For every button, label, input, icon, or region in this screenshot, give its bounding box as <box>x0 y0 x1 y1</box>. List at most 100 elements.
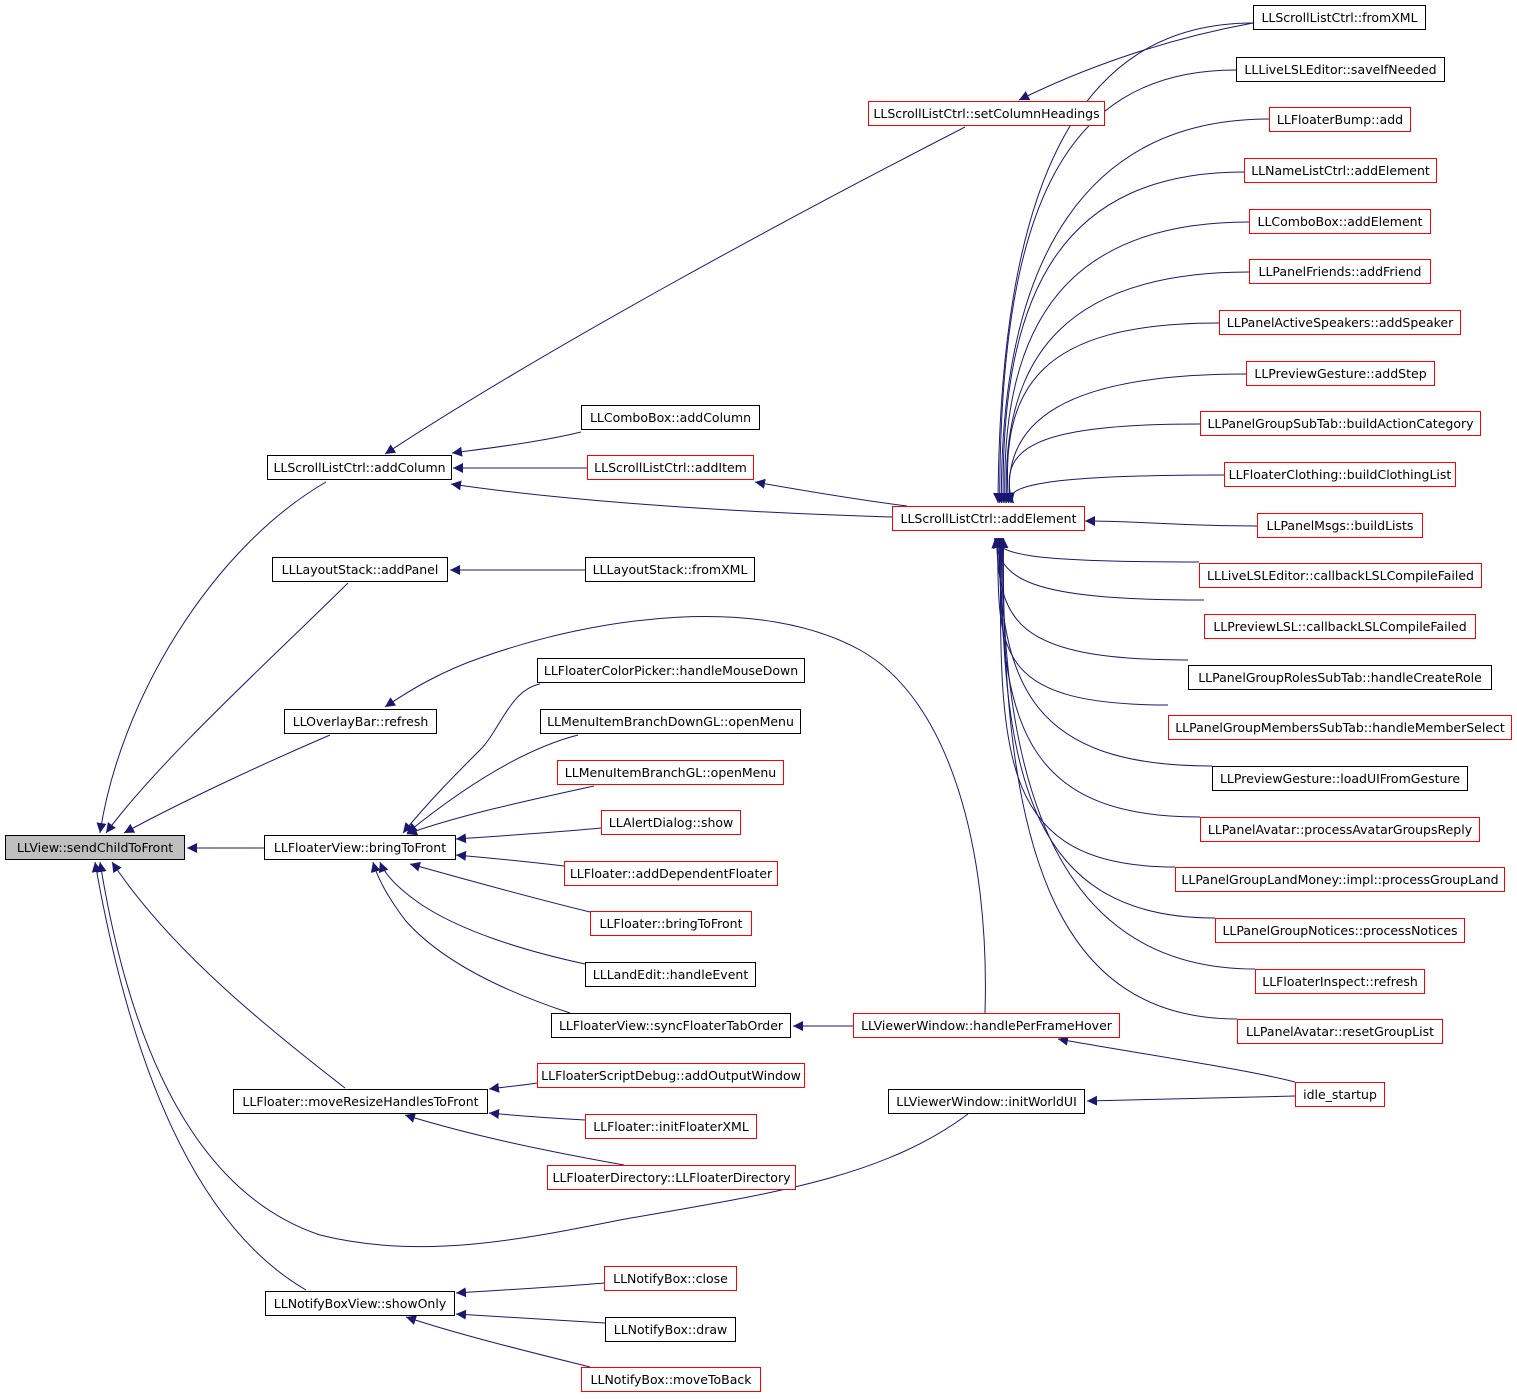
node-setColHead[interactable]: LLScrollListCtrl::setColumnHeadings <box>868 101 1105 126</box>
node-idle[interactable]: idle_startup <box>1295 1082 1385 1107</box>
node-lsFromXML[interactable]: LLLayoutStack::fromXML <box>585 557 755 582</box>
node-label: LLMenuItemBranchGL::openMenu <box>564 765 777 780</box>
node-pgAddStep[interactable]: LLPreviewGesture::addStep <box>1246 361 1435 386</box>
call-edge <box>993 537 1200 563</box>
node-label: LLViewerWindow::handlePerFrameHover <box>861 1018 1112 1033</box>
call-edge <box>404 1113 625 1166</box>
call-edge <box>384 616 986 1014</box>
node-label: LLPreviewGesture::loadUIFromGesture <box>1219 771 1461 786</box>
node-label: LLFloaterBump::add <box>1276 112 1404 127</box>
node-addDep[interactable]: LLFloater::addDependentFloater <box>564 861 778 886</box>
node-label: LLLiveLSLEditor::callbackLSLCompileFaile… <box>1207 568 1474 583</box>
node-label: LLComboBox::addElement <box>1257 214 1423 229</box>
node-label: LLPreviewLSL::callbackLSLCompileFailed <box>1213 619 1467 634</box>
node-nbClose[interactable]: LLNotifyBox::close <box>604 1266 737 1291</box>
call-edge <box>1086 1095 1296 1106</box>
call-edge <box>993 22 1254 504</box>
node-label: LLPanelGroupMembersSubTab::handleMemberS… <box>1175 720 1505 735</box>
node-addPanel[interactable]: LLLayoutStack::addPanel <box>272 557 448 582</box>
node-paReset[interactable]: LLPanelAvatar::resetGroupList <box>1237 1019 1443 1044</box>
node-label: LLFloater::initFloaterXML <box>593 1119 749 1134</box>
node-nbDraw[interactable]: LLNotifyBox::draw <box>605 1317 736 1342</box>
node-fcBuildCloth[interactable]: LLFloaterClothing::buildClothingList <box>1224 462 1456 487</box>
call-edge <box>455 1309 606 1324</box>
node-label: LLPanelGroupLandMoney::impl::processGrou… <box>1181 872 1499 887</box>
node-sdAddOut[interactable]: LLFloaterScriptDebug::addOutputWindow <box>537 1063 805 1088</box>
node-label: LLView::sendChildToFront <box>16 840 174 855</box>
node-moveResize[interactable]: LLFloater::moveResizeHandlesToFront <box>233 1089 488 1114</box>
call-edge <box>384 126 966 455</box>
node-label: LLScrollListCtrl::setColumnHeadings <box>873 106 1100 121</box>
node-syncTab[interactable]: LLFloaterView::syncFloaterTabOrder <box>551 1013 791 1038</box>
node-fvBring[interactable]: LLFloaterView::bringToFront <box>264 835 456 860</box>
node-lslCompile[interactable]: LLLiveLSLEditor::callbackLSLCompileFaile… <box>1199 563 1482 588</box>
node-pfAddFriend[interactable]: LLPanelFriends::addFriend <box>1249 259 1431 284</box>
call-edge <box>998 171 1245 504</box>
node-nbBack[interactable]: LLNotifyBox::moveToBack <box>581 1367 761 1392</box>
node-label: LLLayoutStack::addPanel <box>281 562 439 577</box>
node-lslSave[interactable]: LLLiveLSLEditor::saveIfNeeded <box>1236 57 1445 82</box>
node-label: LLFloaterClothing::buildClothingList <box>1228 467 1452 482</box>
node-label: LLLandEdit::handleEvent <box>592 967 749 982</box>
node-cpMouseDown[interactable]: LLFloaterColorPicker::handleMouseDown <box>537 658 805 683</box>
node-label: LLComboBox::addColumn <box>589 410 752 425</box>
node-label: LLFloaterView::syncFloaterTabOrder <box>558 1018 784 1033</box>
node-cbAddColumn[interactable]: LLComboBox::addColumn <box>581 405 760 430</box>
node-glProcess[interactable]: LLPanelGroupLandMoney::impl::processGrou… <box>1175 867 1505 892</box>
node-alertShow[interactable]: LLAlertDialog::show <box>601 810 741 835</box>
call-edge <box>991 537 1205 601</box>
node-label: LLFloater::moveResizeHandlesToFront <box>242 1094 479 1109</box>
node-paGroupsReply[interactable]: LLPanelAvatar::processAvatarGroupsReply <box>1200 817 1480 842</box>
node-slAddItem[interactable]: LLScrollListCtrl::addItem <box>587 455 754 480</box>
node-grCreateRole[interactable]: LLPanelGroupRolesSubTab::handleCreateRol… <box>1188 665 1492 690</box>
node-slFromXML[interactable]: LLScrollListCtrl::fromXML <box>1253 5 1426 30</box>
node-addColumn[interactable]: LLScrollListCtrl::addColumn <box>267 455 452 480</box>
node-label: LLOverlayBar::refresh <box>292 714 429 729</box>
node-ovRefresh[interactable]: LLOverlayBar::refresh <box>284 709 437 734</box>
node-label: LLNotifyBox::draw <box>613 1322 728 1337</box>
node-asAddSpeaker[interactable]: LLPanelActiveSpeakers::addSpeaker <box>1219 310 1461 335</box>
node-mbOpen[interactable]: LLMenuItemBranchGL::openMenu <box>557 760 784 785</box>
call-edge <box>406 785 595 836</box>
call-edge <box>1001 271 1250 504</box>
node-nlAdd[interactable]: LLNameListCtrl::addElement <box>1244 158 1437 183</box>
node-vwHover[interactable]: LLViewerWindow::handlePerFrameHover <box>853 1013 1120 1038</box>
call-edge <box>992 537 1169 706</box>
node-gsBuildAction[interactable]: LLPanelGroupSubTab::buildActionCategory <box>1200 411 1481 436</box>
node-nbShowOnly[interactable]: LLNotifyBoxView::showOnly <box>265 1291 455 1316</box>
call-edge <box>378 861 586 965</box>
node-cbAddElem[interactable]: LLComboBox::addElement <box>1249 209 1431 234</box>
call-edge <box>405 1315 591 1368</box>
call-edge <box>999 221 1250 504</box>
call-edge <box>451 431 582 457</box>
node-flBring[interactable]: LLFloater::bringToFront <box>590 911 752 936</box>
node-gmMemberSel[interactable]: LLPanelGroupMembersSubTab::handleMemberS… <box>1168 715 1512 740</box>
node-slAddElem[interactable]: LLScrollListCtrl::addElement <box>892 506 1085 531</box>
node-label: LLNotifyBoxView::showOnly <box>273 1296 447 1311</box>
node-label: LLFloaterColorPicker::handleMouseDown <box>543 663 799 678</box>
node-label: LLViewerWindow::initWorldUI <box>896 1094 1077 1109</box>
call-edge <box>991 537 1189 661</box>
node-pgLoadUI[interactable]: LLPreviewGesture::loadUIFromGesture <box>1212 766 1468 791</box>
node-flDir[interactable]: LLFloaterDirectory::LLFloaterDirectory <box>547 1165 796 1190</box>
node-plCompile[interactable]: LLPreviewLSL::callbackLSLCompileFailed <box>1204 614 1476 639</box>
node-bumpAdd[interactable]: LLFloaterBump::add <box>1269 107 1411 132</box>
node-label: LLNotifyBox::moveToBack <box>590 1372 752 1387</box>
call-edge <box>488 1082 538 1093</box>
call-edge <box>406 734 579 834</box>
node-label: LLMenuItemBranchDownGL::openMenu <box>547 714 794 729</box>
node-root: LLView::sendChildToFront <box>5 835 185 860</box>
node-gnProcess[interactable]: LLPanelGroupNotices::processNotices <box>1215 918 1465 943</box>
node-mbdOpen[interactable]: LLMenuItemBranchDownGL::openMenu <box>540 709 801 734</box>
call-edge <box>455 1282 605 1298</box>
call-edge <box>1018 22 1254 101</box>
node-landEdit[interactable]: LLLandEdit::handleEvent <box>585 962 756 987</box>
call-edge <box>111 861 346 1089</box>
node-vwInitUI[interactable]: LLViewerWindow::initWorldUI <box>888 1089 1085 1114</box>
node-fiRefresh[interactable]: LLFloaterInspect::refresh <box>1255 969 1425 994</box>
node-pmBuildLists[interactable]: LLPanelMsgs::buildLists <box>1257 513 1423 538</box>
node-initXML[interactable]: LLFloater::initFloaterXML <box>585 1114 757 1139</box>
call-edge <box>754 478 908 507</box>
call-edge <box>994 537 1201 818</box>
